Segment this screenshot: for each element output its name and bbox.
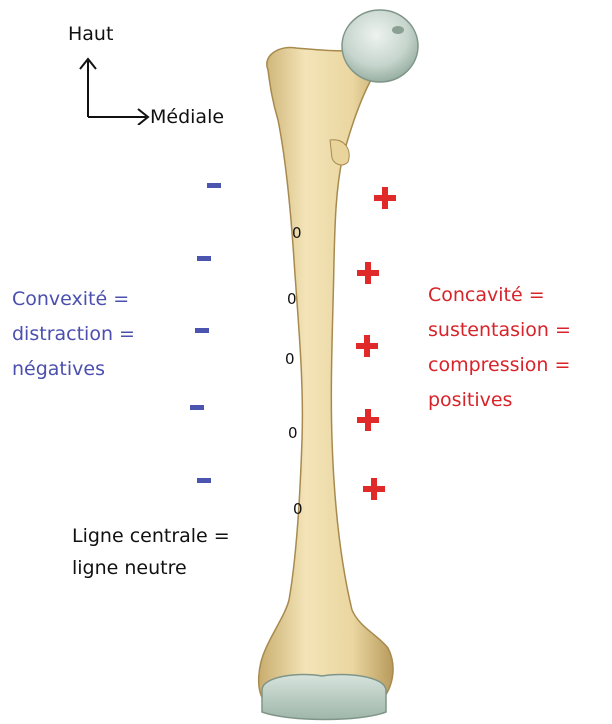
neutral-zero: 0 bbox=[287, 290, 297, 308]
concavity-line-3: compression = bbox=[428, 354, 571, 377]
neutral-line-2: ligne neutre bbox=[72, 557, 187, 580]
plus-sign-icon bbox=[356, 335, 378, 357]
concavity-line-1: Concavité = bbox=[428, 284, 545, 306]
axis-arrows-icon bbox=[79, 57, 150, 125]
concavity-label: Concavité = sustentasion = compression =… bbox=[428, 278, 571, 419]
orientation-medial-label: Médiale bbox=[150, 106, 225, 128]
neutral-zero: 0 bbox=[292, 224, 302, 242]
orientation-up-label: Haut bbox=[68, 23, 114, 45]
neutral-zero: 0 bbox=[293, 500, 303, 518]
neutral-line-1: Ligne centrale = bbox=[72, 525, 230, 547]
concavity-line-4: positives bbox=[428, 389, 513, 412]
distal-condyles bbox=[261, 673, 387, 721]
minus-sign-icon bbox=[197, 478, 211, 483]
plus-sign-icon bbox=[357, 409, 379, 431]
convexity-line-1: Convexité = bbox=[12, 288, 130, 310]
convexity-line-3: négatives bbox=[12, 358, 105, 381]
minus-sign-icon bbox=[195, 328, 209, 333]
neutral-zero: 0 bbox=[285, 350, 295, 368]
lesser-trochanter bbox=[329, 139, 350, 166]
minus-sign-icon bbox=[207, 183, 221, 188]
femoral-head bbox=[341, 9, 419, 83]
plus-sign-icon bbox=[363, 478, 385, 500]
neutral-line-label: Ligne centrale = ligne neutre bbox=[72, 520, 230, 585]
plus-sign-icon bbox=[357, 262, 379, 284]
concavity-line-2: sustentasion = bbox=[428, 319, 571, 342]
convexity-line-2: distraction = bbox=[12, 323, 135, 346]
neutral-zero: 0 bbox=[288, 424, 298, 442]
femur-shaft bbox=[258, 46, 394, 703]
minus-sign-icon bbox=[190, 405, 204, 410]
plus-sign-icon bbox=[374, 187, 396, 209]
convexity-label: Convexité = distraction = négatives bbox=[12, 282, 135, 387]
fovea bbox=[392, 26, 404, 34]
minus-sign-icon bbox=[197, 256, 211, 261]
